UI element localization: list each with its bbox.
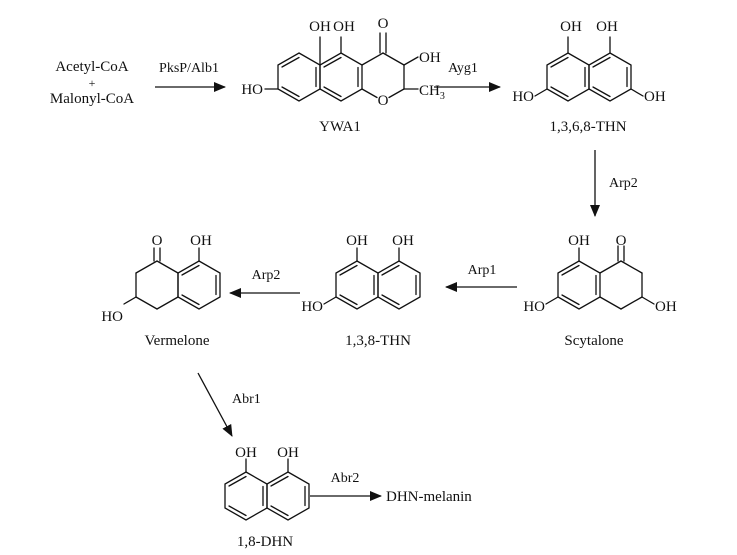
plus-sign: + bbox=[89, 76, 96, 90]
thn4-oh-1: OH bbox=[560, 19, 582, 35]
dhn-ring-b bbox=[266, 471, 310, 521]
vermelone-oh: OH bbox=[190, 233, 212, 249]
ywa1-ring-o: O bbox=[378, 93, 389, 109]
thn4-ring-b bbox=[588, 52, 632, 102]
thn3-ho: HO bbox=[301, 299, 323, 315]
thn3-ring-a bbox=[335, 260, 379, 310]
thn4-oh-3: OH bbox=[644, 89, 666, 105]
enzyme-arp1-label: Arp1 bbox=[468, 263, 497, 278]
ywa1-ring-b bbox=[319, 52, 363, 102]
reaction-arrow-arp1: Arp1 bbox=[445, 263, 517, 292]
scytalone-aromatic-ring bbox=[557, 260, 601, 310]
reaction-arrow-abr2: Abr2 bbox=[310, 471, 382, 501]
reaction-arrow-arp2-down: Arp2 bbox=[590, 150, 638, 217]
dhn-label: 1,8-DHN bbox=[237, 534, 293, 550]
ywa1-carbonyl-o: O bbox=[378, 16, 389, 32]
thn4-structure: OH OH HO OH bbox=[512, 19, 666, 105]
reaction-arrow-abr1: Abr1 bbox=[197, 372, 261, 437]
thn4-label: 1,3,6,8-THN bbox=[549, 119, 626, 135]
enzyme-ayg1-label: Ayg1 bbox=[448, 61, 478, 76]
thn3-oh-2: OH bbox=[392, 233, 414, 249]
reaction-arrow-arp2-left: Arp2 bbox=[229, 268, 300, 298]
dhn-ring-a bbox=[224, 471, 268, 521]
malonyl-coa-label: Malonyl-CoA bbox=[50, 91, 134, 107]
ywa1-ho: HO bbox=[241, 82, 263, 98]
dhn-melanin-label: DHN-melanin bbox=[386, 489, 472, 505]
scytalone-carbonyl-o: O bbox=[616, 233, 627, 249]
thn4-ring-a bbox=[546, 52, 590, 102]
ywa1-oh-2: OH bbox=[333, 19, 355, 35]
reaction-arrow-ayg1: Ayg1 bbox=[434, 61, 501, 92]
thn4-ho: HO bbox=[512, 89, 534, 105]
thn3-oh-1: OH bbox=[346, 233, 368, 249]
reaction-arrow-pksp: PksP/Alb1 bbox=[155, 61, 226, 92]
ywa1-structure: O OH OH O OH CH3 HO bbox=[241, 16, 445, 109]
ywa1-oh-3: OH bbox=[419, 50, 441, 66]
substrates: Acetyl-CoA + Malonyl-CoA bbox=[50, 59, 134, 107]
scytalone-oh-1: OH bbox=[568, 233, 590, 249]
ywa1-label: YWA1 bbox=[319, 119, 361, 135]
enzyme-arp2-left-label: Arp2 bbox=[252, 268, 281, 283]
scytalone-ho: HO bbox=[523, 299, 545, 315]
scytalone-label: Scytalone bbox=[564, 333, 623, 349]
dhn-structure: OH OH bbox=[224, 445, 310, 521]
enzyme-abr1-label: Abr1 bbox=[232, 392, 261, 407]
dhn-oh-1: OH bbox=[235, 445, 257, 461]
vermelone-label: Vermelone bbox=[145, 333, 210, 349]
scytalone-oh-2: OH bbox=[655, 299, 677, 315]
ywa1-ring-a bbox=[277, 52, 321, 102]
vermelone-carbonyl-o: O bbox=[152, 233, 163, 249]
thn3-ring-b bbox=[377, 260, 421, 310]
thn3-structure: OH OH HO bbox=[301, 233, 421, 315]
ywa1-oh-1: OH bbox=[309, 19, 331, 35]
enzyme-arp2-down-label: Arp2 bbox=[609, 176, 638, 191]
enzyme-pksp-label: PksP/Alb1 bbox=[159, 61, 219, 76]
thn3-label: 1,3,8-THN bbox=[345, 333, 411, 349]
dhn-oh-2: OH bbox=[277, 445, 299, 461]
scytalone-structure: OH O HO OH bbox=[523, 233, 677, 315]
thn4-oh-2: OH bbox=[596, 19, 618, 35]
acetyl-coa-label: Acetyl-CoA bbox=[55, 59, 128, 75]
vermelone-ho: HO bbox=[101, 309, 123, 325]
vermelone-structure: O OH HO bbox=[101, 233, 221, 325]
vermelone-aromatic-ring bbox=[177, 260, 221, 310]
ywa1-ch3: CH3 bbox=[419, 83, 445, 102]
enzyme-abr2-label: Abr2 bbox=[331, 471, 360, 486]
arrow-abr1 bbox=[197, 372, 233, 437]
